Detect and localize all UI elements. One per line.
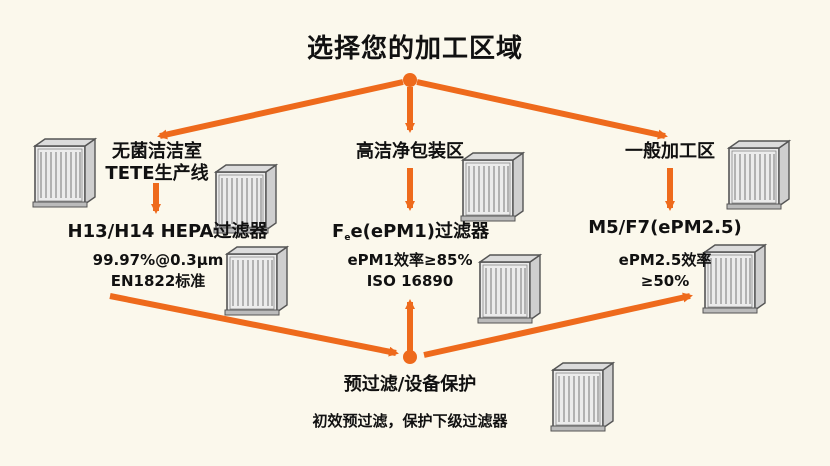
arrow-to-cleanroom bbox=[157, 79, 404, 140]
spec-epm1-line2: ISO 16890 bbox=[366, 272, 454, 290]
zone-packaging: 高洁净包装区 bbox=[356, 141, 464, 162]
zone-general: 一般加工区 bbox=[625, 141, 715, 162]
filter-epm1-rest: e(ePM1)过滤器 bbox=[350, 221, 489, 242]
zone-cleanroom-line1: 无菌洁洁室 bbox=[112, 141, 202, 162]
spec-epm1-line1: ePM1效率≥85% bbox=[347, 251, 473, 269]
top-hub-node bbox=[403, 73, 417, 87]
filter-unit-icon bbox=[726, 140, 790, 210]
filter-hepa-label: H13/H14 HEPA过滤器 bbox=[67, 221, 268, 242]
spec-m5f7-line1: ePM2.5效率 bbox=[618, 251, 712, 269]
prefilter-description: 初效预过滤，保护下级过滤器 bbox=[312, 412, 508, 430]
spec-m5f7-line2: ≥50% bbox=[640, 272, 690, 290]
arrow-hepa-to-prefilter bbox=[109, 293, 399, 357]
filter-epm1-subscript: e bbox=[344, 233, 351, 243]
filter-epm1-label: Fee(ePM1)过滤器 bbox=[318, 217, 503, 243]
bottom-hub-node bbox=[403, 350, 417, 364]
filter-unit-icon bbox=[32, 138, 96, 208]
zone-cleanroom-line2: TETE生产线 bbox=[105, 163, 209, 184]
spec-hepa-line2: EN1822标准 bbox=[110, 272, 206, 290]
filter-epm1-prefix: F bbox=[332, 221, 345, 242]
prefilter-label: 预过滤/设备保护 bbox=[343, 374, 477, 395]
filter-m5f7-label: M5/F7(ePM2.5) bbox=[588, 217, 742, 238]
page-title: 选择您的加工区域 bbox=[306, 34, 523, 64]
filter-unit-icon bbox=[550, 362, 614, 432]
spec-hepa-line1: 99.97%@0.3μm bbox=[92, 251, 224, 269]
arrow-to-general bbox=[416, 79, 668, 140]
filter-unit-icon bbox=[460, 152, 524, 222]
arrow-prefilter-to-m5 bbox=[423, 292, 693, 358]
